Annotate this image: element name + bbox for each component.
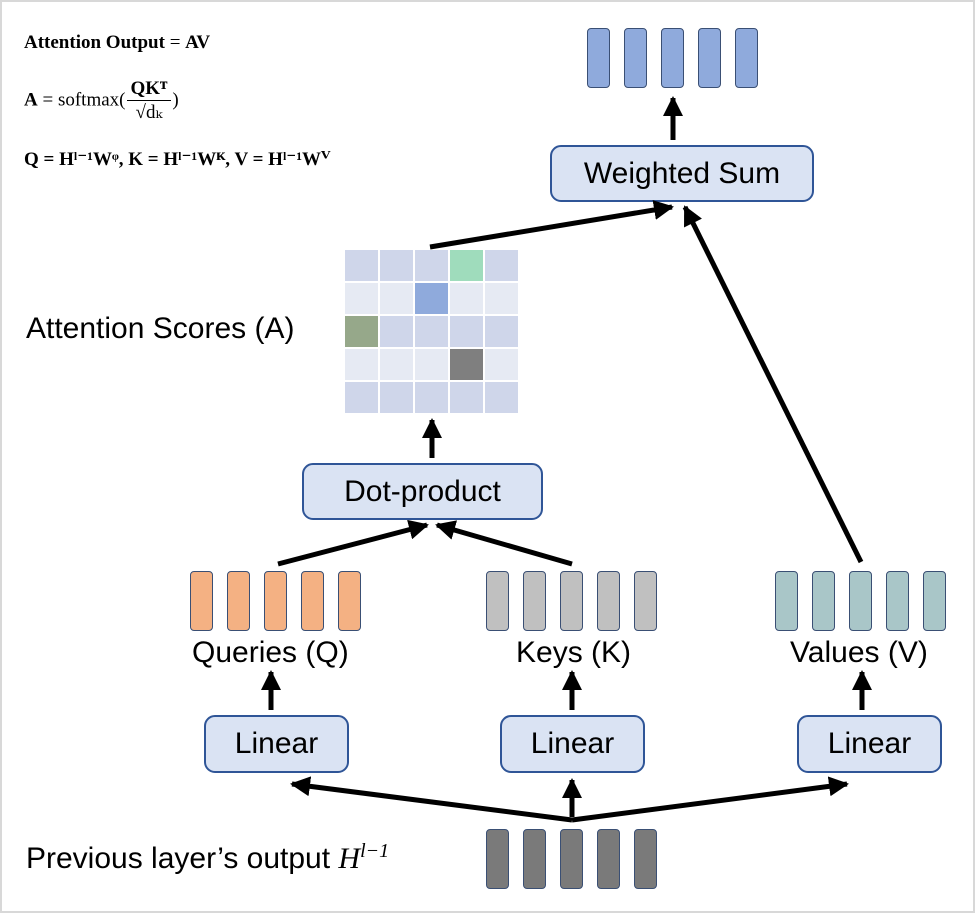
attention-cell-5-5 <box>485 382 518 413</box>
attention-cell-4-3 <box>415 349 448 380</box>
input-vector-4 <box>597 829 620 889</box>
attention-cell-3-4 <box>450 316 483 347</box>
equation-attention-output: Attention Output = AV <box>24 32 211 53</box>
attention-cell-5-4 <box>450 382 483 413</box>
attention-cell-2-4 <box>450 283 483 314</box>
query-vector-3 <box>264 571 287 631</box>
arrow-input-to-linear-q <box>290 776 573 823</box>
previous-output-label: Previous layer’s output Hl−1 <box>26 840 389 876</box>
attention-cell-2-2 <box>380 283 413 314</box>
attention-cell-1-3 <box>415 250 448 281</box>
dot-product-box: Dot-product <box>302 463 543 520</box>
attention-cell-4-2 <box>380 349 413 380</box>
input-vector-3 <box>560 829 583 889</box>
attention-cell-3-1 <box>345 316 378 347</box>
attention-cell-2-5 <box>485 283 518 314</box>
equation-softmax-numerator: QKᵀ <box>126 78 172 101</box>
arrow-values-to-weightedsum <box>682 205 864 564</box>
linear-k-box: Linear <box>500 715 645 773</box>
queries-label: Queries (Q) <box>192 636 349 669</box>
equation-softmax-fn: softmax( <box>57 89 126 111</box>
attention-cell-2-3 <box>415 283 448 314</box>
equation-attention-output-rhs: AV <box>185 32 211 53</box>
input-vector-1 <box>486 829 509 889</box>
attention-cell-1-2 <box>380 250 413 281</box>
attention-cell-1-5 <box>485 250 518 281</box>
key-vector-2 <box>523 571 546 631</box>
equation-qkv: Q = Hˡ⁻¹Wᵠ, K = Hˡ⁻¹Wᴷ, V = Hˡ⁻¹Wⱽ <box>24 149 331 170</box>
attention-cell-5-3 <box>415 382 448 413</box>
equation-softmax-lhs: A <box>24 89 38 111</box>
equation-softmax: A = softmax(QKᵀ√dₖ) <box>24 78 179 124</box>
arrow-attention-to-weightedsum <box>429 200 674 250</box>
value-vector-4 <box>886 571 909 631</box>
arrow-input-to-linear-v <box>571 776 849 823</box>
attention-scores-label: Attention Scores (A) <box>26 312 295 345</box>
attention-cell-4-5 <box>485 349 518 380</box>
previous-output-text: Previous layer’s output <box>26 842 331 875</box>
attention-cell-1-1 <box>345 250 378 281</box>
key-vector-5 <box>634 571 657 631</box>
value-vector-2 <box>812 571 835 631</box>
linear-v-box: Linear <box>797 715 942 773</box>
key-vector-3 <box>560 571 583 631</box>
attention-cell-2-1 <box>345 283 378 314</box>
previous-output-superscript: l−1 <box>360 840 390 862</box>
values-label: Values (V) <box>790 636 928 669</box>
attention-cell-5-2 <box>380 382 413 413</box>
value-vector-5 <box>923 571 946 631</box>
attention-cell-3-2 <box>380 316 413 347</box>
output-vector-1 <box>587 28 610 88</box>
output-vector-2 <box>624 28 647 88</box>
value-vector-3 <box>849 571 872 631</box>
key-vector-4 <box>597 571 620 631</box>
output-vector-4 <box>698 28 721 88</box>
attention-cell-4-1 <box>345 349 378 380</box>
keys-label: Keys (K) <box>516 636 632 669</box>
attention-cell-3-5 <box>485 316 518 347</box>
key-vector-1 <box>486 571 509 631</box>
query-vector-2 <box>227 571 250 631</box>
previous-output-symbol: H <box>338 842 361 875</box>
query-vector-4 <box>301 571 324 631</box>
query-vector-1 <box>190 571 213 631</box>
attention-cell-4-4 <box>450 349 483 380</box>
equation-softmax-close: ) <box>172 89 179 111</box>
input-vector-2 <box>523 829 546 889</box>
query-vector-5 <box>338 571 361 631</box>
attention-cell-5-1 <box>345 382 378 413</box>
weighted-sum-box: Weighted Sum <box>550 145 814 202</box>
attention-cell-1-4 <box>450 250 483 281</box>
equation-softmax-fraction: QKᵀ√dₖ <box>126 78 172 124</box>
equation-attention-output-lhs: Attention Output <box>24 32 165 53</box>
arrow-keys-to-dotproduct <box>435 520 573 567</box>
linear-q-box: Linear <box>204 715 349 773</box>
equation-softmax-denominator: √dₖ <box>135 102 163 123</box>
arrow-queries-to-dotproduct <box>277 519 429 567</box>
attention-cell-3-3 <box>415 316 448 347</box>
output-vector-5 <box>735 28 758 88</box>
value-vector-1 <box>775 571 798 631</box>
output-vector-3 <box>661 28 684 88</box>
input-vector-5 <box>634 829 657 889</box>
